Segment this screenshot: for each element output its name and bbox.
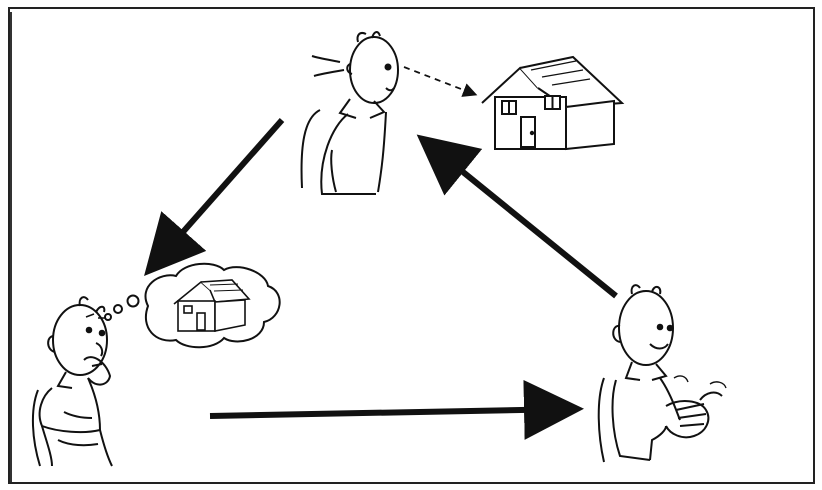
house-icon bbox=[481, 55, 625, 151]
thought-cloud-with-house bbox=[104, 262, 281, 349]
arrow-imagining-to-talking bbox=[209, 379, 584, 440]
person-seeing-figure bbox=[300, 31, 399, 195]
person-imagining-figure bbox=[31, 296, 113, 467]
frame-border bbox=[8, 7, 815, 484]
arrow-talking-to-seeing bbox=[416, 134, 618, 299]
dashed-sight-arrow bbox=[403, 66, 478, 97]
person-talking-figure bbox=[597, 284, 727, 463]
arrow-seeing-to-imagining bbox=[144, 118, 285, 276]
